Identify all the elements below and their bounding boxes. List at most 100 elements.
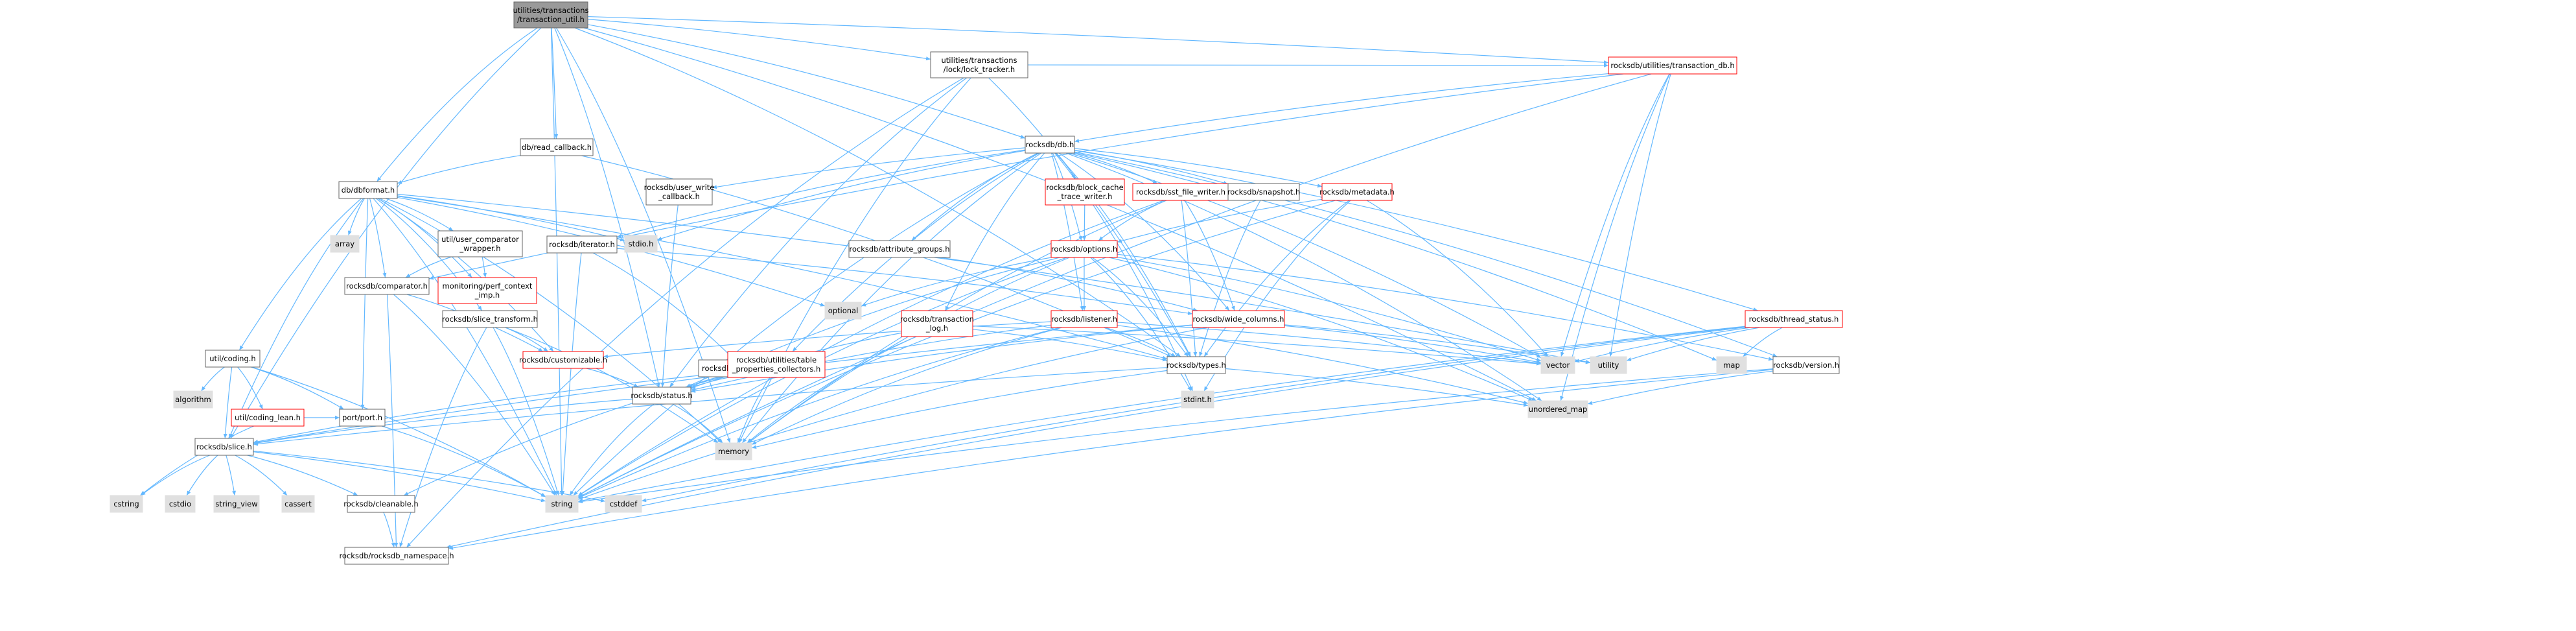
node-table-properties-collectors[interactable]: rocksdb/utilities/table_properties_colle…: [727, 351, 826, 378]
node-string-view[interactable]: string_view: [213, 495, 260, 513]
edge-db_h-to-thread_status: [1074, 150, 1758, 311]
edge-slice-to-string_view: [226, 455, 237, 496]
node-coding[interactable]: util/coding.h: [205, 350, 261, 368]
node-customizable[interactable]: rocksdb/customizable.h: [519, 351, 607, 369]
node-options[interactable]: rocksdb/options.h: [1050, 240, 1118, 258]
node-sst-file-writer[interactable]: rocksdb/sst_file_writer.h: [1132, 183, 1229, 201]
node-label: rocksdb/block_cache: [1046, 183, 1123, 192]
edge-comparator-to-string: [393, 294, 556, 496]
node-transaction-db[interactable]: rocksdb/utilities/transaction_db.h: [1608, 56, 1737, 75]
node-listener[interactable]: rocksdb/listener.h: [1050, 310, 1118, 328]
node-perf-context-imp[interactable]: monitoring/perf_context_imp.h: [437, 277, 537, 304]
node-unordered-map[interactable]: unordered_map: [1527, 400, 1588, 418]
node-box: [824, 302, 862, 320]
node-box: [848, 240, 951, 258]
node-comparator[interactable]: rocksdb/comparator.h: [344, 277, 430, 295]
node-label: stdio.h: [629, 239, 654, 248]
node-cassert[interactable]: cassert: [281, 495, 315, 513]
node-box: [1227, 183, 1300, 201]
node-optional[interactable]: optional: [824, 302, 862, 320]
edge-metadata-to-vector: [1366, 200, 1549, 357]
node-transaction-log[interactable]: rocksdb/transaction_log.h: [900, 310, 974, 337]
edge-coding-to-algorithm: [201, 366, 225, 392]
node-label: rocksdb/user_write: [644, 183, 715, 192]
edge-slice-to-cstdio: [186, 455, 218, 496]
node-slice[interactable]: rocksdb/slice.h: [194, 438, 254, 456]
edge-thread_status-to-rocksdb_namespace: [446, 327, 1746, 549]
node-cstdio[interactable]: cstdio: [165, 495, 196, 513]
node-user-write-callback[interactable]: rocksdb/user_write_callback.h: [644, 178, 715, 206]
edge-db_h-to-metadata: [1074, 148, 1323, 188]
node-string[interactable]: string: [545, 495, 579, 513]
node-rocksdb-namespace[interactable]: rocksdb/rocksdb_namespace.h: [339, 547, 454, 565]
node-utility[interactable]: utility: [1590, 356, 1627, 374]
node-version[interactable]: rocksdb/version.h: [1772, 356, 1840, 374]
node-box: [520, 138, 594, 156]
node-types[interactable]: rocksdb/types.h: [1166, 356, 1226, 374]
edge-iterator_base-to-slice: [253, 375, 699, 444]
node-label: rocksdb/db.h: [1026, 140, 1074, 149]
edge-coding-to-string: [251, 366, 546, 497]
edge-slice_transform-to-customizable: [505, 327, 549, 352]
node-wide-columns[interactable]: rocksdb/wide_columns.h: [1192, 310, 1285, 328]
node-algorithm[interactable]: algorithm: [173, 390, 213, 409]
node-memory[interactable]: memory: [715, 442, 752, 460]
node-vector[interactable]: vector: [1540, 356, 1575, 374]
node-status[interactable]: rocksdb/status.h: [631, 387, 693, 405]
edge-slice-to-cleanable: [247, 455, 358, 496]
edge-options-to-memory: [748, 257, 1070, 444]
node-box: [1132, 183, 1229, 201]
node-user-comparator-wrapper[interactable]: util/user_comparator_wrapper.h: [437, 230, 523, 257]
node-iterator-h[interactable]: rocksdb/iterator.h: [546, 235, 618, 254]
node-thread-status[interactable]: rocksdb/thread_status.h: [1745, 310, 1843, 328]
edge-db_h-to-vector: [1069, 152, 1542, 359]
node-port[interactable]: port/port.h: [339, 409, 386, 427]
node-metadata[interactable]: rocksdb/metadata.h: [1319, 183, 1395, 201]
edge-db_h-to-wide_columns: [1058, 152, 1230, 311]
node-block-cache-trace-writer[interactable]: rocksdb/block_cache_trace_writer.h: [1045, 178, 1125, 206]
node-label: db/read_callback.h: [522, 143, 592, 152]
edge-dbformat-to-comparator: [369, 198, 387, 278]
edge-metadata-to-string: [577, 200, 1336, 498]
node-label: rocksdb/options.h: [1051, 244, 1117, 254]
node-array[interactable]: array: [330, 235, 360, 253]
edge-db_h-to-map: [1074, 152, 1717, 361]
node-box: [281, 495, 315, 513]
node-stdint[interactable]: stdint.h: [1181, 390, 1214, 409]
node-dbformat[interactable]: db/dbformat.h: [338, 181, 398, 199]
node-lock-tracker[interactable]: utilities/transactions/lock/lock_tracker…: [930, 51, 1028, 78]
node-attribute-groups[interactable]: rocksdb/attribute_groups.h: [848, 240, 951, 258]
node-map[interactable]: map: [1716, 356, 1747, 374]
node-label: util/coding_lean.h: [235, 413, 301, 422]
node-db-h[interactable]: rocksdb/db.h: [1025, 136, 1075, 154]
node-box: [1045, 178, 1125, 206]
node-box: [1540, 356, 1575, 374]
node-root[interactable]: utilities/transactions/transaction_util.…: [513, 1, 589, 29]
edge-transaction_db-to-vector: [1561, 73, 1670, 357]
node-cstring[interactable]: cstring: [110, 495, 143, 513]
edge-db_h-to-listener: [1050, 152, 1084, 311]
node-cstddef[interactable]: cstddef: [605, 495, 642, 513]
node-label: /transaction_util.h: [517, 15, 585, 24]
node-label: _trace_writer.h: [1057, 192, 1113, 201]
node-box: [1181, 390, 1214, 409]
node-box: [1772, 356, 1840, 374]
edge-options-to-types: [1092, 257, 1189, 357]
node-coding-lean[interactable]: util/coding_lean.h: [231, 409, 305, 427]
node-stdio-h[interactable]: stdio.h: [624, 235, 658, 253]
edge-sst_file_writer-to-memory: [748, 200, 1166, 444]
edge-coding_lean-to-cstring: [139, 425, 254, 496]
edge-slice-to-cassert: [235, 455, 288, 496]
node-cleanable[interactable]: rocksdb/cleanable.h: [343, 495, 419, 513]
node-box: [1166, 356, 1226, 374]
edge-db_h-to-sst_file_writer: [1073, 152, 1158, 184]
edge-iterator_h-to-iterator_base: [592, 252, 736, 361]
edge-dbformat-to-types: [397, 195, 1168, 360]
node-box: [173, 390, 213, 409]
node-slice-transform[interactable]: rocksdb/slice_transform.h: [442, 310, 538, 328]
node-label: _properties_collectors.h: [732, 364, 821, 374]
node-snapshot[interactable]: rocksdb/snapshot.h: [1227, 183, 1300, 201]
edge-transaction_log-to-vector: [972, 326, 1542, 366]
node-read-callback[interactable]: db/read_callback.h: [520, 138, 594, 156]
